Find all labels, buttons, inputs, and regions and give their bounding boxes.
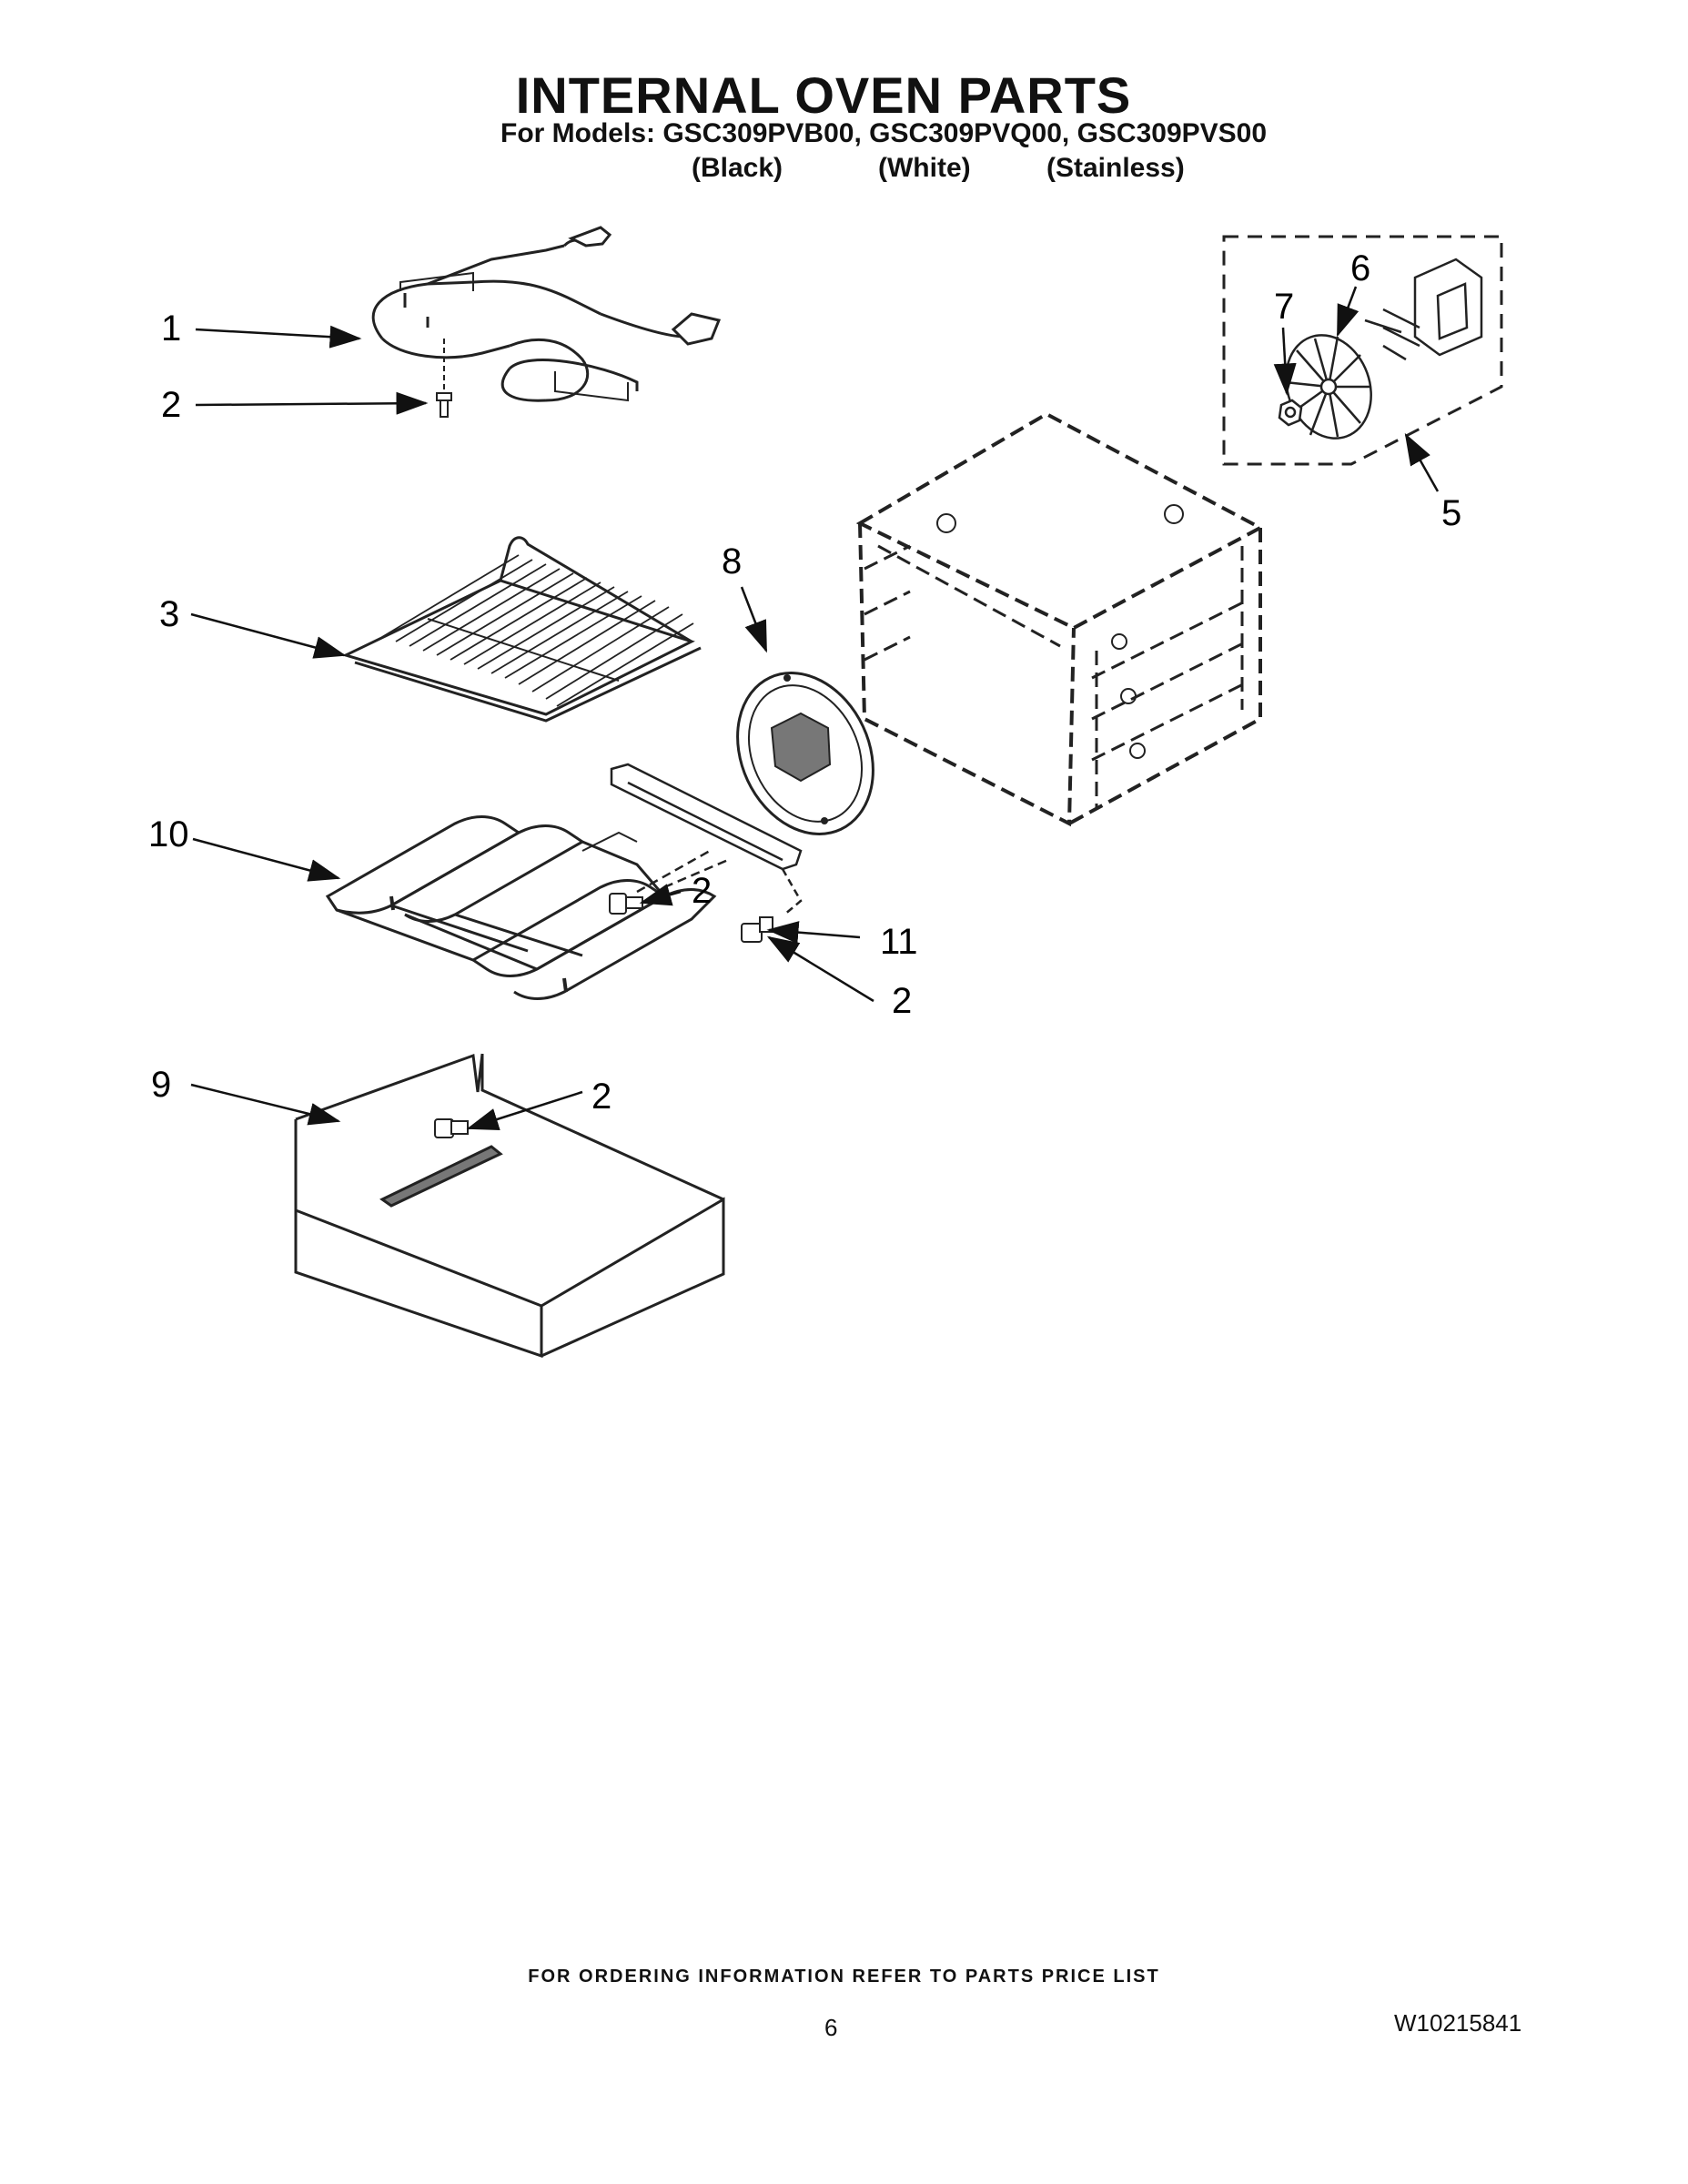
element-bracket: [610, 763, 803, 915]
fan-motor: [1364, 258, 1483, 361]
screw-bracket: [741, 916, 773, 943]
callout-9: 9: [151, 1065, 171, 1105]
callout-1: 1: [161, 308, 181, 349]
convection-fan-blade: [1284, 334, 1372, 440]
callout-3: 3: [159, 594, 179, 634]
leader-lines: [190, 286, 1440, 1131]
callout-6: 6: [1350, 248, 1370, 288]
document-number: W10215841: [1394, 2009, 1522, 2037]
page-number: 6: [824, 2014, 838, 2041]
color-label-white: (White): [878, 153, 971, 183]
screw-bake: [436, 339, 452, 418]
callout-2-tray-screw: 2: [591, 1077, 612, 1117]
cavity-holes: [936, 504, 1184, 759]
fan-nut: [1278, 399, 1303, 427]
oven-rack: [341, 536, 702, 723]
color-label-black: (Black): [692, 153, 783, 183]
callout-11: 11: [880, 922, 918, 962]
callout-8: 8: [722, 541, 742, 581]
callout-2-broil-screw: 2: [692, 871, 712, 911]
color-label-stainless: (Stainless): [1046, 153, 1185, 183]
callout-7: 7: [1274, 287, 1294, 327]
lower-bake-element: [325, 815, 717, 1000]
screw-tray: [434, 1118, 469, 1138]
models-line: For Models: GSC309PVB00, GSC309PVQ00, GS…: [500, 118, 1268, 148]
oven-cavity: [855, 411, 1265, 827]
screw-broil: [609, 893, 643, 915]
upper-heating-element: [371, 226, 722, 402]
convection-fan-cover: [736, 672, 874, 835]
lower-panel: [294, 1053, 725, 1359]
fan-motor-assembly-box: [1222, 235, 1503, 466]
callout-2-bake-screw: 2: [161, 385, 181, 425]
ordering-note: FOR ORDERING INFORMATION REFER TO PARTS …: [528, 1967, 1160, 1987]
page-title: INTERNAL OVEN PARTS: [515, 66, 1132, 124]
callout-5: 5: [1441, 493, 1461, 533]
callout-10: 10: [148, 814, 189, 854]
callout-2-bracket-screw: 2: [892, 981, 912, 1021]
